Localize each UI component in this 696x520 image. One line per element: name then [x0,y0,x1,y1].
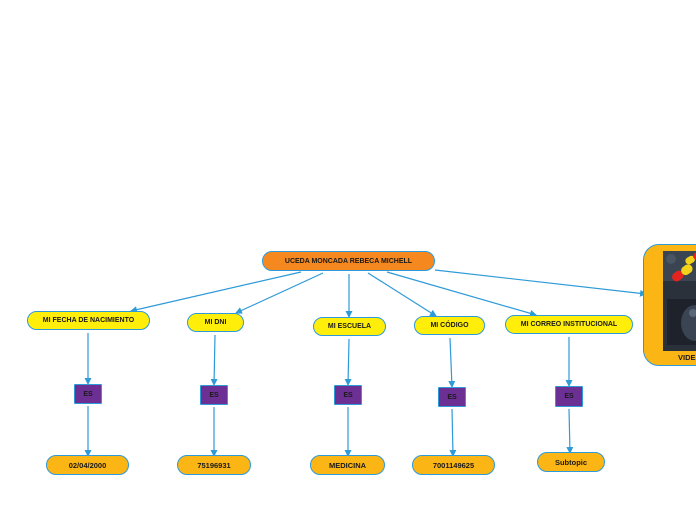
value-correo[interactable]: Subtopic [537,452,605,472]
edge-root-image [434,269,647,297]
edge-codigo-value [449,408,457,457]
edge-root-dni [235,272,324,314]
topic-label: MI FECHA DE NACIMIENTO [42,317,135,324]
value-label: 02/04/2000 [68,460,107,470]
value-label: 75196931 [197,460,231,470]
edge-root-codigo [367,272,437,317]
connector-label: ES [564,393,574,400]
image-topic-node[interactable]: VIDE [643,244,696,366]
value-codigo[interactable]: 7001149625 [412,455,495,475]
topic-label: MI ESCUELA [327,323,372,330]
pills-photo-icon [663,251,696,351]
root-label: UCEDA MONCADA REBECA MICHELL [284,257,413,265]
image-caption: VIDE [678,353,696,362]
topic-correo-institucional[interactable]: MI CORREO INSTITUCIONAL [505,315,633,334]
edge-root-fecha [130,271,302,314]
topic-escuela[interactable]: MI ESCUELA [313,317,386,336]
connector-es-correo[interactable]: ES [555,386,583,407]
topic-label: MI CORREO INSTITUCIONAL [520,321,618,328]
topic-label: MI DNI [204,319,227,326]
value-label: MEDICINA [328,460,367,470]
value-escuela[interactable]: MEDICINA [310,455,385,475]
value-label: 7001149625 [432,460,475,470]
connector-label: ES [447,393,457,401]
edge-dni-es [210,334,218,386]
edge-correo-value [566,408,574,454]
root-node[interactable]: UCEDA MONCADA REBECA MICHELL [262,251,435,271]
connector-es-codigo[interactable]: ES [438,387,466,407]
edge-escuela-es [344,338,352,386]
edge-root-correo [386,271,537,317]
value-fecha[interactable]: 02/04/2000 [46,455,129,475]
connector-es-escuela[interactable]: ES [334,385,362,405]
connector-label: ES [209,391,219,399]
topic-label: MI CÓDIGO [430,322,469,329]
topic-fecha-nacimiento[interactable]: MI FECHA DE NACIMIENTO [27,311,150,330]
value-dni[interactable]: 75196931 [177,455,251,475]
connector-es-fecha[interactable]: ES [74,384,102,404]
topic-codigo[interactable]: MI CÓDIGO [414,316,485,335]
topic-dni[interactable]: MI DNI [187,313,244,332]
value-label: Subtopic [554,457,588,467]
connector-label: ES [343,391,353,399]
connector-label: ES [83,390,93,398]
edge-codigo-es [448,337,456,388]
connector-es-dni[interactable]: ES [200,385,228,405]
